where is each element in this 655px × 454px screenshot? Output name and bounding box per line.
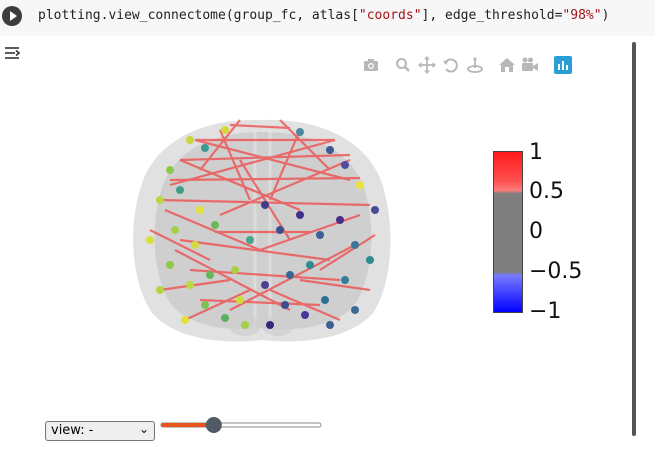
- orbit-icon[interactable]: [442, 56, 460, 74]
- colorbar-tick-0.5: 0.5: [529, 179, 564, 204]
- code-string-key: "coords": [358, 8, 422, 23]
- code-suffix: ): [601, 8, 610, 23]
- output-scrollbar[interactable]: [632, 42, 636, 436]
- view-select[interactable]: view: - ⌄: [45, 421, 155, 441]
- camera-icon[interactable]: [362, 56, 380, 74]
- colorbar-tick-neg0.5: −0.5: [529, 259, 583, 284]
- colorbar-tick-0: 0: [529, 219, 543, 244]
- code-string-threshold: "98%": [562, 8, 602, 23]
- pan-icon[interactable]: [418, 56, 436, 74]
- nodes: [146, 126, 379, 329]
- connectome-3d-view[interactable]: [0, 88, 470, 388]
- slider-thumb[interactable]: [205, 417, 222, 433]
- code-middle: ], edge_threshold=: [421, 8, 563, 23]
- slider-fill: [161, 423, 214, 427]
- home-icon[interactable]: [498, 56, 516, 74]
- turntable-icon[interactable]: [466, 56, 484, 74]
- view-slider[interactable]: [160, 416, 322, 434]
- colorbar-tick-1: 1: [529, 140, 543, 165]
- camera-reset-icon[interactable]: [521, 56, 539, 74]
- view-select-value: view: -: [51, 423, 94, 438]
- code-line[interactable]: plotting.view_connectome(group_fc, atlas…: [38, 8, 609, 23]
- plotly-logo-icon[interactable]: [554, 56, 572, 74]
- run-cell-button[interactable]: [2, 6, 22, 26]
- edges: [149, 119, 376, 322]
- code-cell: plotting.view_connectome(group_fc, atlas…: [0, 0, 655, 36]
- output-toggle-icon[interactable]: [3, 44, 23, 62]
- zoom-icon[interactable]: [394, 56, 412, 74]
- colorbar: [493, 151, 523, 313]
- code-prefix: plotting.view_connectome(group_fc, atlas…: [38, 8, 359, 23]
- chevron-down-icon: ⌄: [138, 422, 149, 436]
- colorbar-tick-neg1: −1: [529, 299, 562, 324]
